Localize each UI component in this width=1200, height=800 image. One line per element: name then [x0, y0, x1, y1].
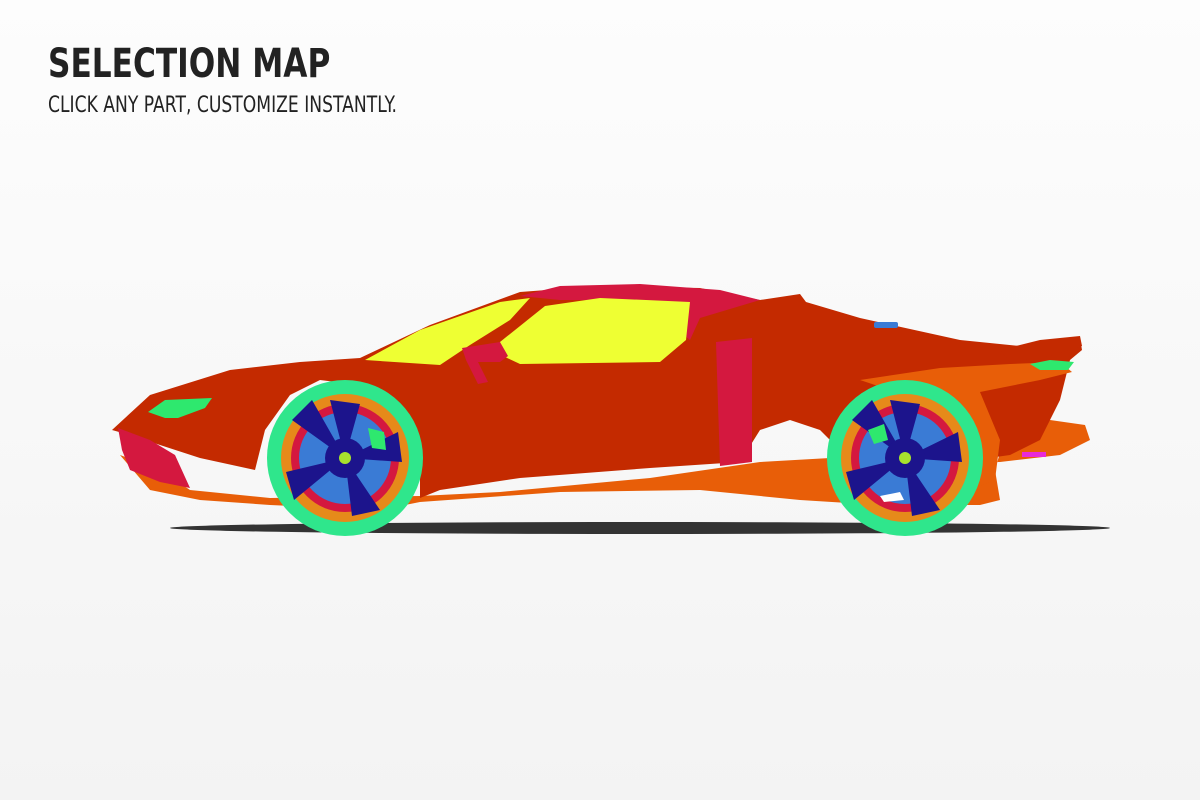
- rear-hub-part[interactable]: [899, 452, 911, 464]
- page-title: SELECTION MAP: [48, 41, 331, 87]
- windshield-glass-part[interactable]: [365, 298, 530, 365]
- front-wheel: [267, 380, 423, 536]
- front-bumper-part[interactable]: [118, 428, 190, 488]
- front-spokes-part[interactable]: [286, 400, 402, 516]
- rear-disc-highlight: [880, 492, 904, 502]
- rear-spoiler-part[interactable]: [1000, 336, 1082, 362]
- side-mirror-part[interactable]: [462, 342, 508, 384]
- front-hub-part[interactable]: [339, 452, 351, 464]
- roof-part[interactable]: [520, 284, 760, 340]
- header: SELECTION MAP CLICK ANY PART, CUSTOMIZE …: [48, 40, 748, 120]
- side-intake-part[interactable]: [716, 338, 752, 466]
- taillight-part[interactable]: [1030, 360, 1074, 370]
- rear-marker-part[interactable]: [1022, 452, 1046, 457]
- front-caliper-accent: [368, 428, 386, 450]
- side-window-glass-part[interactable]: [490, 298, 690, 364]
- page-subtitle: CLICK ANY PART, CUSTOMIZE INSTANTLY.: [48, 93, 397, 118]
- rear-badge-part[interactable]: [874, 322, 898, 328]
- rear-wheel: [827, 380, 983, 536]
- headlight-part[interactable]: [148, 398, 212, 418]
- rear-caliper-accent: [868, 424, 888, 444]
